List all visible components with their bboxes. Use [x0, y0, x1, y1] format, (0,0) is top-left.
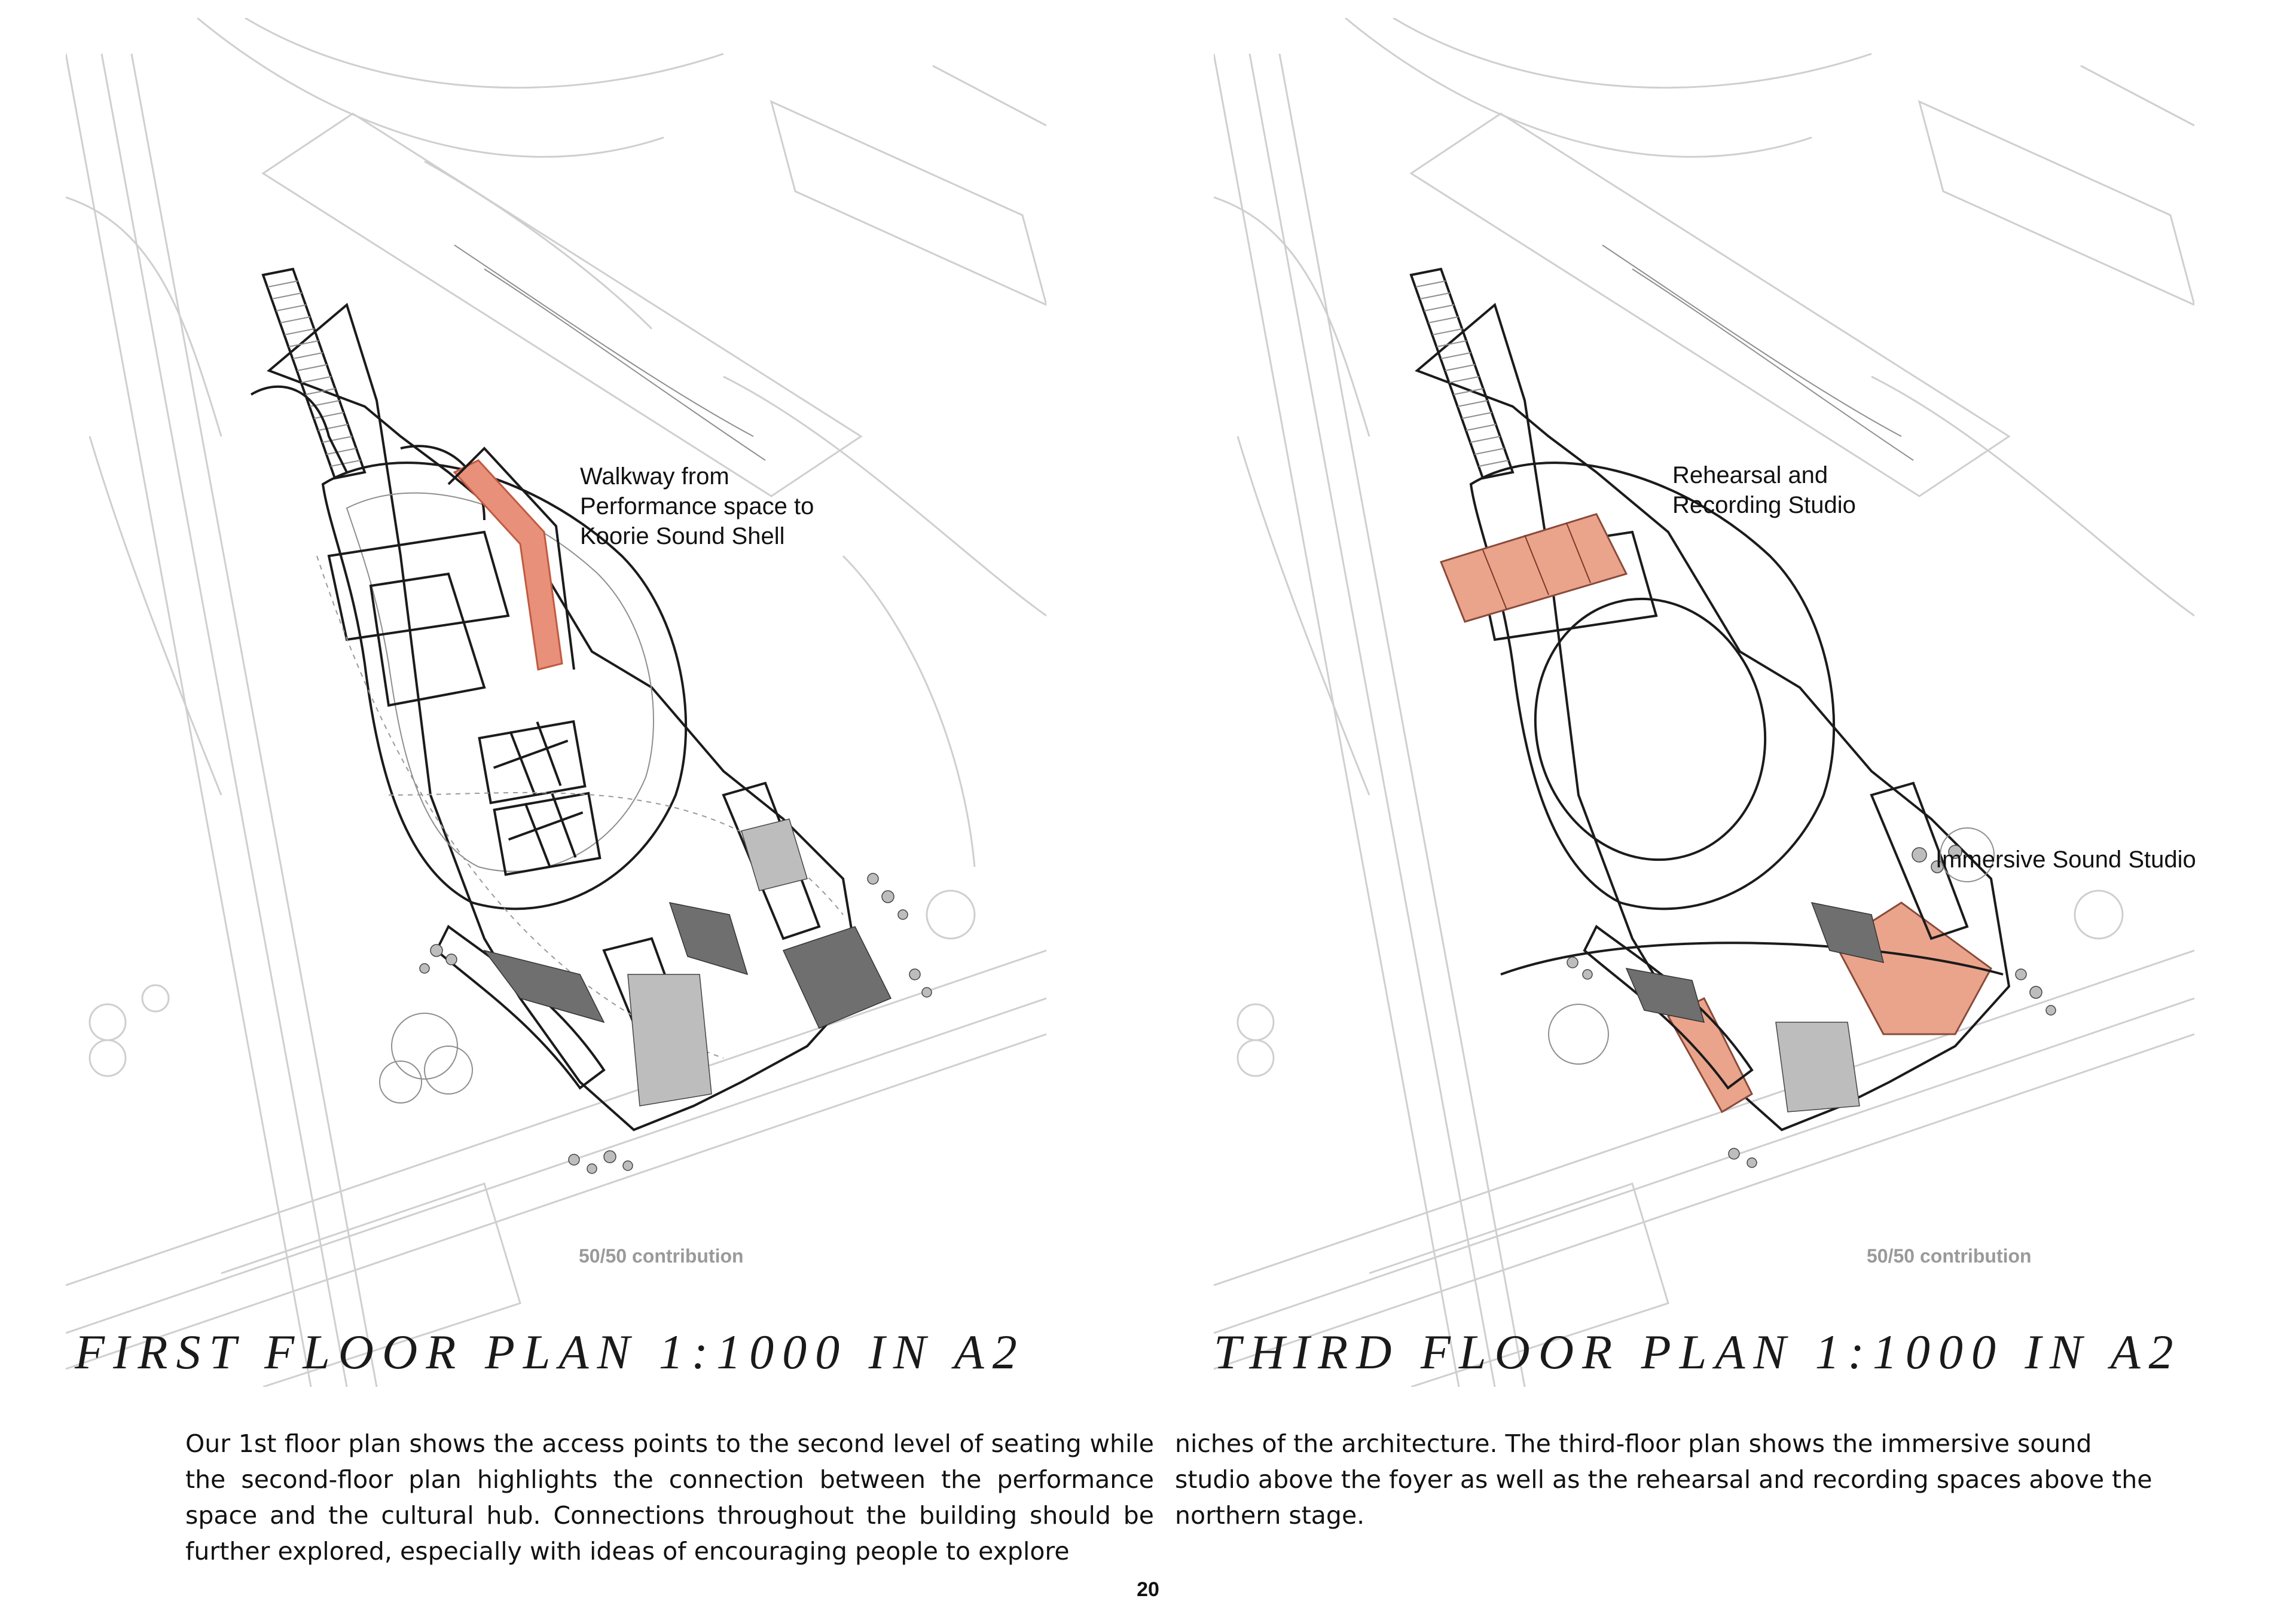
building-outline	[1409, 267, 2011, 1132]
third-floor-plan-svg	[1214, 18, 2194, 1387]
first-floor-plan-svg	[66, 18, 1046, 1387]
paving-pattern	[1567, 845, 2056, 1168]
body-text-left: Our 1st floor plan shows the access poin…	[185, 1429, 1154, 1566]
rehearsal-studio-callout: Rehearsal and Recording Studio	[1672, 460, 1856, 520]
immersive-studio-callout: Immersive Sound Studio	[1935, 845, 2196, 875]
third-floor-plan-drawing	[1214, 18, 2194, 1387]
site-context-lines	[1214, 18, 2194, 1387]
callout-line: Immersive Sound Studio	[1935, 846, 2196, 873]
walkway-highlight	[453, 459, 563, 671]
first-floor-plan-drawing	[66, 18, 1046, 1387]
page-number: 20	[1137, 1578, 1159, 1601]
callout-line: Performance space to	[580, 493, 814, 519]
contribution-note: 50/50 contribution	[579, 1245, 744, 1267]
site-context-lines	[66, 18, 1046, 1387]
contribution-note: 50/50 contribution	[1867, 1245, 2032, 1267]
rehearsal-studio-highlight	[1440, 513, 1628, 623]
paving-pattern	[419, 818, 932, 1174]
walkway-callout: Walkway from Performance space to Koorie…	[580, 461, 814, 551]
callout-line: Walkway from	[580, 463, 729, 490]
tree-symbols	[1548, 827, 1995, 1065]
plan-title: FIRST FLOOR PLAN 1:1000 IN A2	[75, 1325, 1025, 1379]
callout-line: Recording Studio	[1672, 492, 1856, 518]
callout-line: Rehearsal and	[1672, 462, 1828, 488]
callout-line: Koorie Sound Shell	[580, 523, 785, 549]
body-text-right: niches of the architecture. The third-fl…	[1175, 1429, 2152, 1530]
tree-symbols	[379, 1013, 473, 1104]
plan-title: THIRD FLOOR PLAN 1:1000 IN A2	[1214, 1325, 2182, 1379]
